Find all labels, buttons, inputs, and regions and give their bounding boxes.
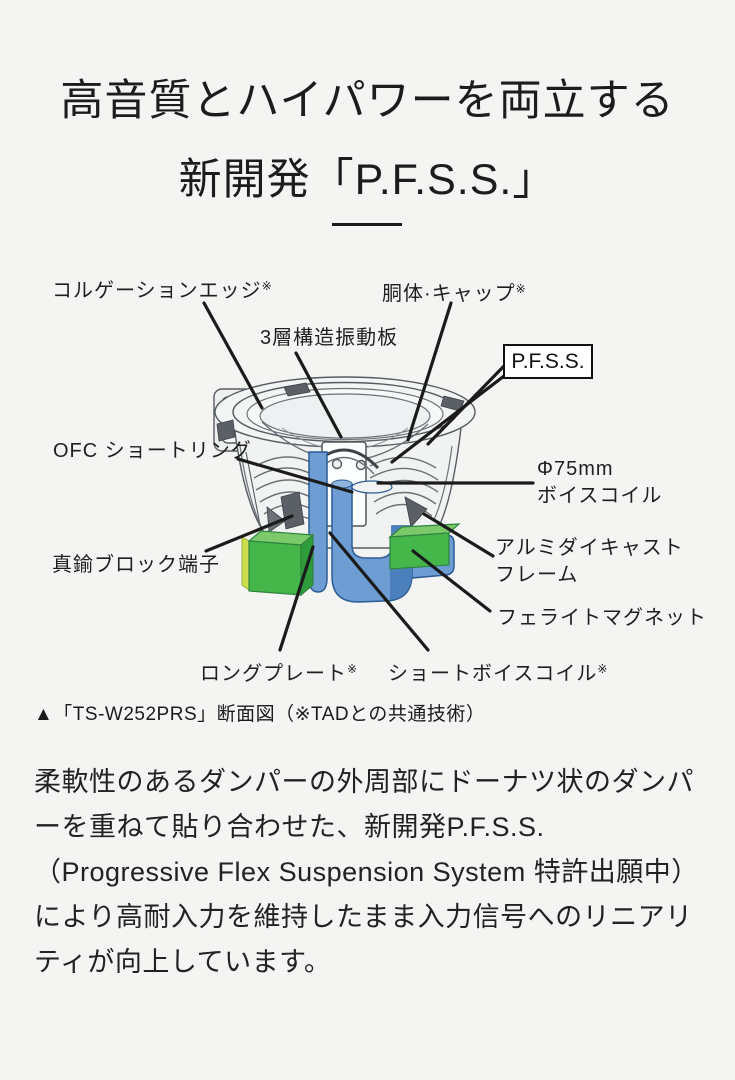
figure-caption: ▲「TS-W252PRS」断面図（※TADとの共通技術） <box>34 704 486 725</box>
speaker-cross-section-illustration <box>202 301 535 652</box>
label-body-cap: 胴体·キャップ※ <box>382 282 526 305</box>
label-ferrite-magnet: フェライトマグネット <box>497 607 707 629</box>
page-title-line1: 高音質とハイパワーを両立する <box>60 77 675 125</box>
page-title-line2: 新開発「P.F.S.S.」 <box>178 156 557 204</box>
label-corrugation-edge: コルゲーションエッジ※ <box>52 279 272 302</box>
pfss-box: P.F.S.S. <box>503 344 593 379</box>
label-diaphragm: 3層構造振動板 <box>260 327 399 349</box>
label-voice-coil: Φ75mm ボイスコイル <box>537 458 663 507</box>
frame-wedge-part <box>404 496 428 528</box>
label-long-plate: ロングプレート※ <box>200 662 358 685</box>
body-paragraph: 柔軟性のあるダンパーの外周部にドーナツ状のダンパーを重ねて貼り合わせた、新開発P… <box>34 767 699 977</box>
title-divider <box>332 223 402 226</box>
label-brass-terminal: 真鍮ブロック端子 <box>52 554 220 576</box>
label-short-voice-coil: ショートボイスコイル※ <box>388 662 608 685</box>
leader-lines <box>202 301 535 652</box>
label-ofc-short-ring: OFC ショートリング <box>53 440 252 462</box>
label-aluminum-frame: アルミダイキャスト フレーム <box>495 537 684 586</box>
ferrite-magnet-part <box>241 523 461 597</box>
